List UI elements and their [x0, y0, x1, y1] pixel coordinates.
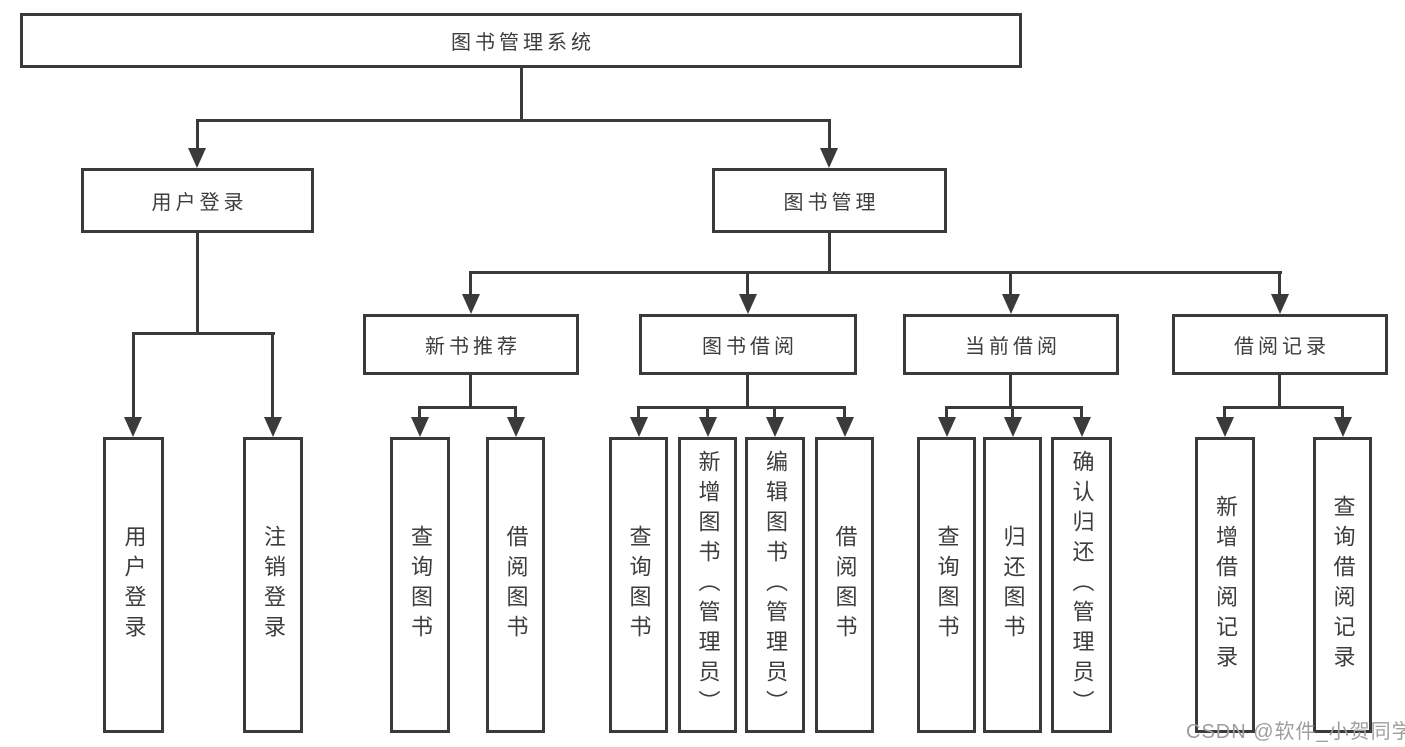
connector-stem — [637, 406, 640, 420]
node-label: 查询图书 — [408, 525, 433, 645]
leaf-logout: 注销登录 — [243, 437, 303, 733]
node-label: 编辑图书（管理员） — [763, 450, 788, 720]
node-label: 查询借阅记录 — [1330, 495, 1356, 675]
node-library-system: 图书管理系统 — [20, 13, 1022, 68]
leaf-bb-edit-book-admin: 编辑图书（管理员） — [745, 437, 805, 733]
leaf-br-add-record: 新增借阅记录 — [1195, 437, 1255, 733]
connector-stem — [773, 406, 776, 420]
connector-stem — [828, 119, 831, 150]
node-label: 查询图书 — [626, 525, 652, 645]
leaf-bb-borrow-book: 借阅图书 — [815, 437, 874, 733]
connector-bb-stem — [746, 373, 749, 409]
connector-stem — [1080, 406, 1083, 420]
node-label: 当前借阅 — [965, 336, 1061, 358]
connector-stem — [418, 406, 421, 420]
leaf-br-query-record: 查询借阅记录 — [1313, 437, 1372, 733]
node-label: 新书推荐 — [425, 336, 521, 358]
arrow-down-icon — [1271, 294, 1289, 314]
arrow-down-icon — [630, 417, 648, 437]
node-label: 确认归还（管理员） — [1069, 450, 1095, 720]
node-label: 借阅记录 — [1234, 336, 1330, 358]
leaf-nbr-query-book: 查询图书 — [390, 437, 450, 733]
connector-br-branch — [1225, 406, 1343, 409]
arrow-down-icon — [766, 417, 784, 437]
leaf-cb-confirm-return-admin: 确认归还（管理员） — [1051, 437, 1112, 733]
arrow-down-icon — [462, 294, 480, 314]
node-label: 归还图书 — [1000, 525, 1026, 645]
connector-stem — [132, 332, 135, 420]
node-label: 注销登录 — [261, 525, 286, 645]
connector-stem — [1011, 406, 1014, 420]
arrow-down-icon — [411, 417, 429, 437]
connector-stem — [514, 406, 517, 420]
arrow-down-icon — [1073, 417, 1091, 437]
connector-stem — [1278, 271, 1281, 297]
connector-bb-branch — [638, 406, 845, 409]
node-label: 新增借阅记录 — [1213, 495, 1238, 675]
connector-stem — [843, 406, 846, 420]
arrow-down-icon — [1004, 417, 1022, 437]
node-label: 用户登录 — [121, 525, 147, 645]
arrow-down-icon — [699, 417, 717, 437]
connector-stem — [469, 271, 472, 297]
connector-user-login-stem — [196, 231, 199, 335]
connector-stem — [1009, 271, 1012, 297]
connector-br-stem — [1278, 373, 1281, 409]
arrow-down-icon — [507, 417, 525, 437]
connector-stem — [746, 271, 749, 297]
connector-stem — [1223, 406, 1226, 420]
leaf-cb-return-book: 归还图书 — [983, 437, 1042, 733]
leaf-cb-query-book: 查询图书 — [917, 437, 976, 733]
connector-book-mgmt-branch — [470, 271, 1282, 274]
connector-stem — [706, 406, 709, 420]
node-book-borrowing: 图书借阅 — [639, 314, 857, 375]
arrow-down-icon — [820, 148, 838, 168]
arrow-down-icon — [124, 417, 142, 437]
node-label: 借阅图书 — [832, 525, 858, 645]
arrow-down-icon — [739, 294, 757, 314]
connector-cb-branch — [946, 406, 1082, 409]
leaf-user-login: 用户登录 — [103, 437, 164, 733]
csdn-watermark: CSDN @软件_小贺同学 — [1186, 721, 1405, 743]
node-borrowing-records: 借阅记录 — [1172, 314, 1388, 375]
node-current-borrowing: 当前借阅 — [903, 314, 1119, 375]
connector-root-stem — [520, 66, 523, 121]
node-label: 图书借阅 — [702, 336, 798, 358]
leaf-bb-add-book-admin: 新增图书（管理员） — [678, 437, 737, 733]
arrow-down-icon — [836, 417, 854, 437]
connector-nbr-stem — [469, 373, 472, 409]
node-book-management: 图书管理 — [712, 168, 947, 233]
arrow-down-icon — [188, 148, 206, 168]
node-label: 图书管理系统 — [451, 32, 595, 54]
leaf-nbr-borrow-book: 借阅图书 — [486, 437, 545, 733]
node-label: 图书管理 — [783, 192, 880, 214]
node-label: 用户登录 — [151, 192, 248, 214]
arrow-down-icon — [1216, 417, 1234, 437]
connector-user-login-branch — [132, 332, 275, 335]
node-user-login: 用户登录 — [81, 168, 314, 233]
connector-book-mgmt-stem — [828, 231, 831, 274]
connector-stem — [196, 119, 199, 150]
connector-root-branch — [196, 119, 831, 122]
arrow-down-icon — [1002, 294, 1020, 314]
connector-stem — [271, 332, 274, 420]
connector-nbr-branch — [420, 406, 516, 409]
connector-stem — [945, 406, 948, 420]
arrow-down-icon — [1334, 417, 1352, 437]
connector-stem — [1341, 406, 1344, 420]
connector-cb-stem — [1009, 373, 1012, 409]
node-label: 新增图书（管理员） — [695, 450, 721, 720]
node-label: 查询图书 — [934, 525, 960, 645]
arrow-down-icon — [264, 417, 282, 437]
leaf-bb-query-book: 查询图书 — [609, 437, 668, 733]
node-label: 借阅图书 — [503, 525, 529, 645]
arrow-down-icon — [938, 417, 956, 437]
node-new-book-recommendation: 新书推荐 — [363, 314, 579, 375]
